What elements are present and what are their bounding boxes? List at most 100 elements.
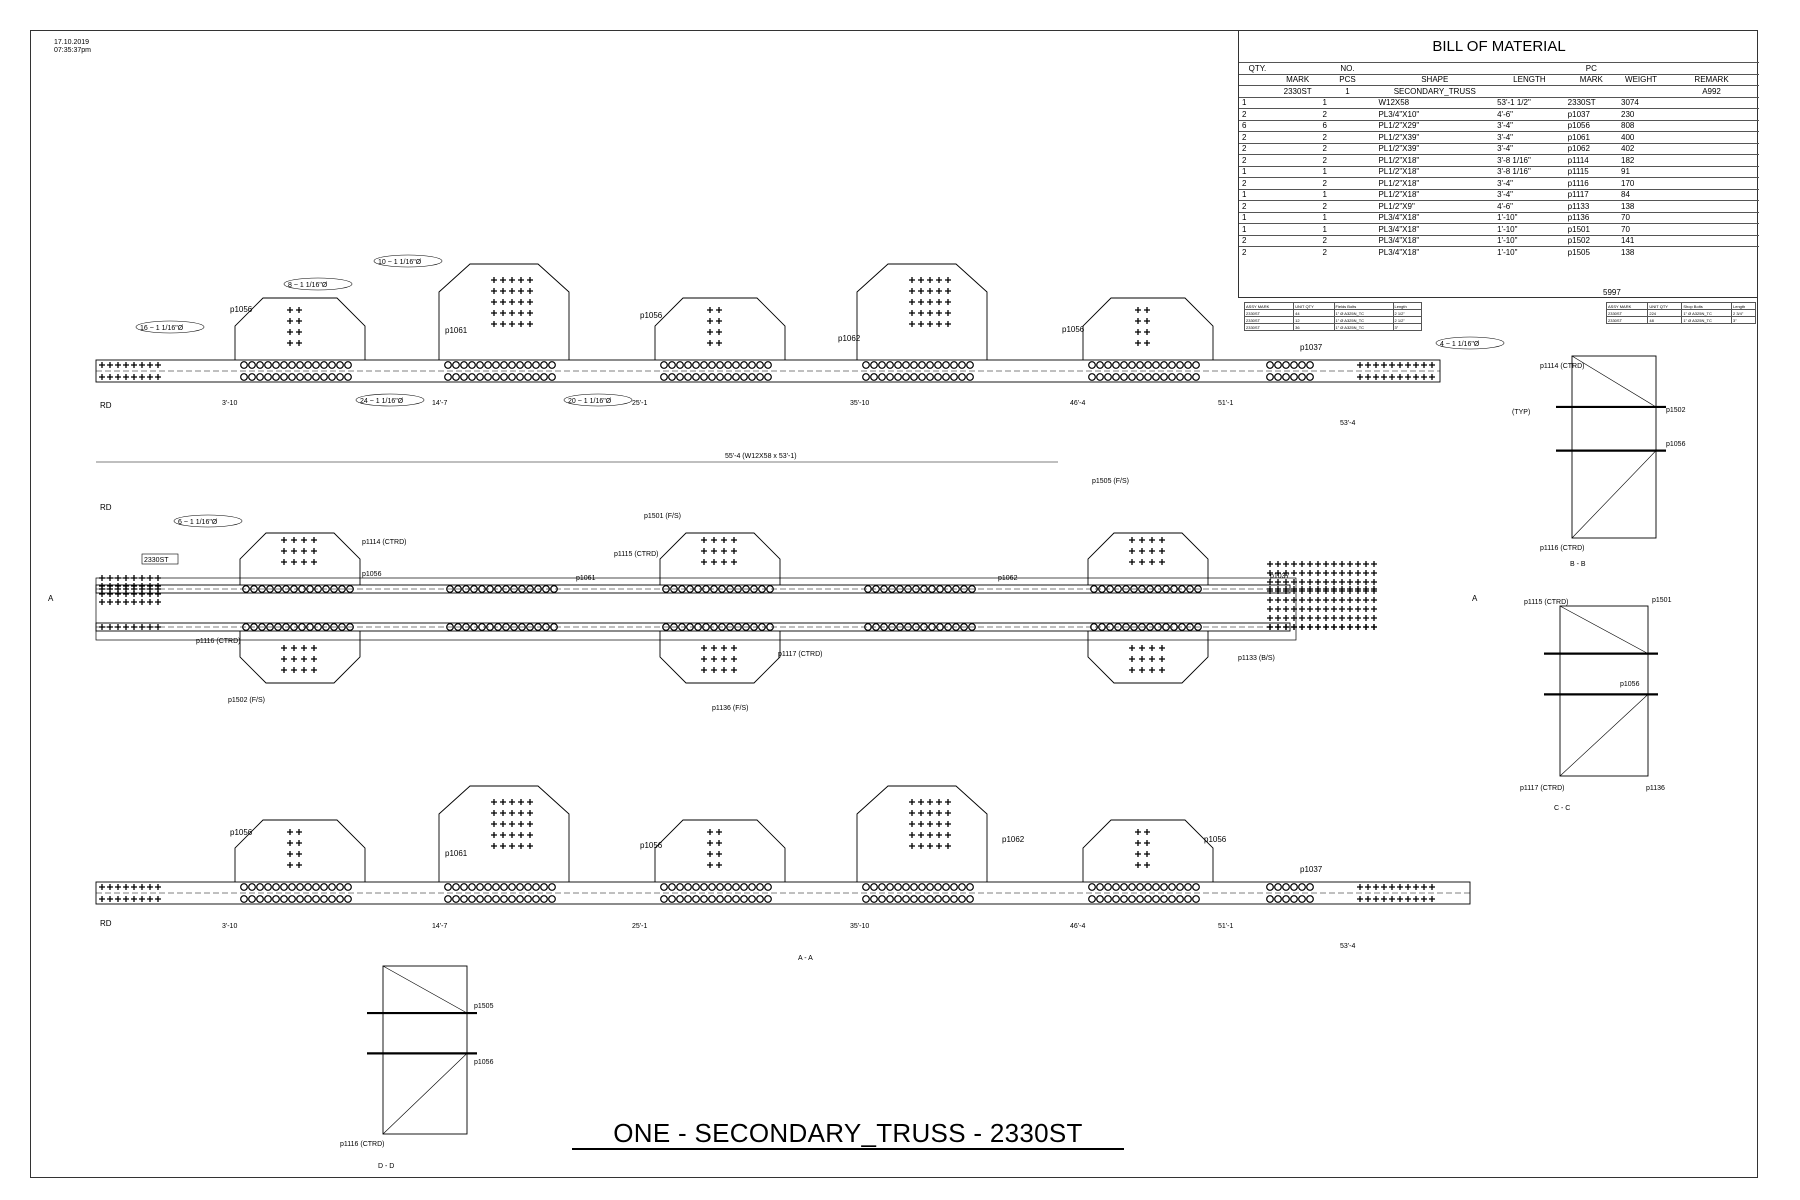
bolt-hole xyxy=(1178,623,1186,631)
bom-cell: 3'-4" xyxy=(1494,119,1565,132)
bolt-hole xyxy=(708,373,716,381)
bolt-mark xyxy=(945,810,951,816)
bolt-hole xyxy=(718,585,726,593)
bolt-hole xyxy=(296,895,304,903)
bolt-mark xyxy=(1331,615,1337,621)
bolt-mark xyxy=(1339,579,1345,585)
bolt-hole xyxy=(516,373,524,381)
bolt-hole xyxy=(692,883,700,891)
part-label: p1115 (CTRD) xyxy=(614,551,658,558)
bolt-hole xyxy=(918,883,926,891)
bolt-mark xyxy=(527,299,533,305)
bolt-hole xyxy=(248,361,256,369)
bolt-hole xyxy=(344,883,352,891)
bolt-mark xyxy=(500,821,506,827)
gusset-plates xyxy=(234,263,1214,882)
bolt-hole xyxy=(1152,361,1160,369)
gusset-plate-plan xyxy=(1087,631,1209,684)
bolt-mark xyxy=(1421,362,1427,368)
bolt-hole xyxy=(312,373,320,381)
bolt-mark xyxy=(1307,570,1313,576)
bolt-hole xyxy=(306,623,314,631)
bolt-hole xyxy=(532,373,540,381)
bolt-mark xyxy=(1339,597,1345,603)
bolt-mark xyxy=(296,307,302,313)
bolt-hole xyxy=(508,895,516,903)
bolt-mark xyxy=(155,575,161,581)
bolt-mark xyxy=(1135,307,1141,313)
bolt-mark xyxy=(500,843,506,849)
bom-cell: 53'-1 1/2" xyxy=(1494,96,1565,109)
bolt-hole xyxy=(1136,883,1144,891)
bolt-hole xyxy=(668,883,676,891)
bolt-hole xyxy=(314,585,322,593)
bolt-mark xyxy=(1347,570,1353,576)
bolt-mark xyxy=(518,288,524,294)
bolt-note-callout xyxy=(563,393,633,407)
bolt-hole xyxy=(920,623,928,631)
bolt-mark xyxy=(1339,586,1345,592)
bolt-hole xyxy=(272,361,280,369)
bolt-hole xyxy=(766,585,774,593)
bolt-mark xyxy=(509,843,515,849)
bom-cell: 3'-8 1/16" xyxy=(1494,154,1565,166)
bom-cell: PL1/2"X39" xyxy=(1375,142,1495,155)
bom-cell: PL3/4"X18" xyxy=(1375,211,1495,224)
bom-cell: 91 xyxy=(1618,165,1665,178)
bolt-mark xyxy=(1323,579,1329,585)
part-label: p1062 xyxy=(838,334,861,343)
bolt-mark xyxy=(707,318,713,324)
bolt-mark xyxy=(1129,559,1135,565)
bolt-hole xyxy=(484,361,492,369)
bom-cell: 1 xyxy=(1319,188,1376,201)
bolt-hole xyxy=(470,585,478,593)
bolt-hole xyxy=(670,623,678,631)
bolt-hole xyxy=(338,585,346,593)
bolt-hole xyxy=(1290,895,1298,903)
bolt-hole xyxy=(870,895,878,903)
bolt-mark xyxy=(927,321,933,327)
dimension-label: 14'-7 xyxy=(432,400,447,407)
bom-cell: p1133 xyxy=(1564,200,1619,212)
bolt-mark xyxy=(115,575,121,581)
bolt-mark xyxy=(1397,896,1403,902)
bolt-mark xyxy=(701,548,707,554)
bolt-hole xyxy=(732,883,740,891)
bolt-mark xyxy=(1429,362,1435,368)
bom-cell: 2 xyxy=(1319,234,1376,247)
bolt-mark xyxy=(1283,586,1289,592)
bolt-hole xyxy=(966,883,974,891)
bolt-hole xyxy=(886,373,894,381)
bolt-hole xyxy=(896,623,904,631)
bolt-hole xyxy=(1114,623,1122,631)
bom-cell: 2330ST xyxy=(1564,96,1619,109)
bolt-mark xyxy=(1267,586,1273,592)
bolt-mark xyxy=(707,340,713,346)
bolt-mark xyxy=(1397,884,1403,890)
bolt-mark xyxy=(155,362,161,368)
bolt-hole xyxy=(1298,373,1306,381)
bom-cell: 3'-8 1/16" xyxy=(1494,165,1565,178)
bolt-note: 8 ~ 1 1/16"Ø xyxy=(288,282,328,289)
bolt-hole xyxy=(500,895,508,903)
bolt-hole xyxy=(1112,361,1120,369)
bolt-mark xyxy=(1315,624,1321,630)
part-label: p1133 (B/S) xyxy=(1238,655,1275,662)
bolt-hole xyxy=(1112,883,1120,891)
bolt-mark xyxy=(918,299,924,305)
bolt-hole xyxy=(862,361,870,369)
bolt-hole xyxy=(1162,623,1170,631)
bom-cell: PL1/2"X9" xyxy=(1375,200,1495,212)
bom-cell xyxy=(1275,165,1320,178)
bolt-hole xyxy=(492,373,500,381)
bom-cell: p1062 xyxy=(1564,142,1619,155)
bolt-mark xyxy=(139,624,145,630)
bolt-mark xyxy=(1405,374,1411,380)
bolt-hole xyxy=(740,883,748,891)
bolt-hole xyxy=(240,883,248,891)
bom-cell: 2 xyxy=(1239,131,1276,143)
plate-edge xyxy=(1571,355,1657,408)
